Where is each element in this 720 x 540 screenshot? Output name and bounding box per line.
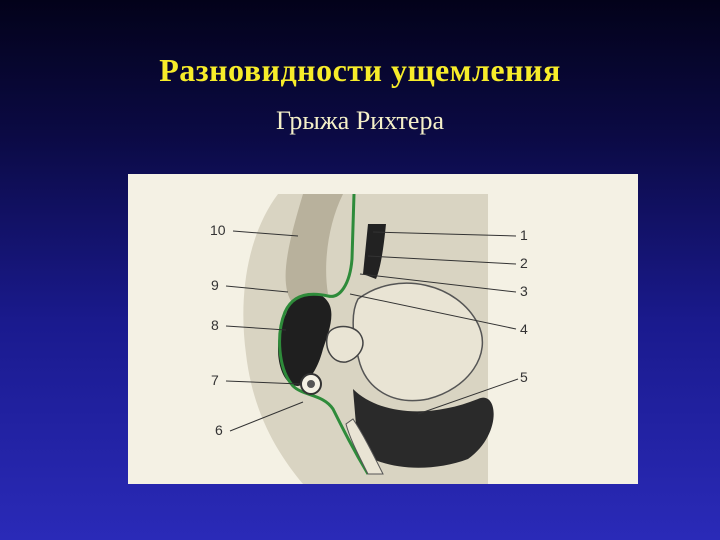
label-3: 3 [520,283,528,299]
label-4: 4 [520,321,528,337]
label-2: 2 [520,255,528,271]
label-7: 7 [211,372,219,388]
label-5: 5 [520,369,528,385]
cord-core [307,380,315,388]
dark-cavity-lower [353,389,494,468]
slide-title: Разновидности ущемления [159,52,561,88]
muscle-layer [285,194,343,304]
label-10: 10 [210,222,226,238]
hernia-illustration: 10 9 8 7 6 1 2 3 4 5 [210,193,528,484]
peritoneum-line [278,193,370,475]
leader-lines-right [349,231,519,415]
label-1: 1 [520,227,528,243]
label-9: 9 [211,277,219,293]
slide-subtitle: Грыжа Рихтера [275,106,445,135]
leader-lines-left [225,230,304,432]
hernia-diagram: 10 9 8 7 6 1 2 3 4 5 [128,174,638,484]
trapped-bowel-wall [326,325,364,363]
label-8: 8 [211,317,219,333]
hernial-sac [278,292,332,386]
label-6: 6 [215,422,223,438]
lower-fold [345,418,384,475]
dark-cavity-upper [363,224,386,279]
